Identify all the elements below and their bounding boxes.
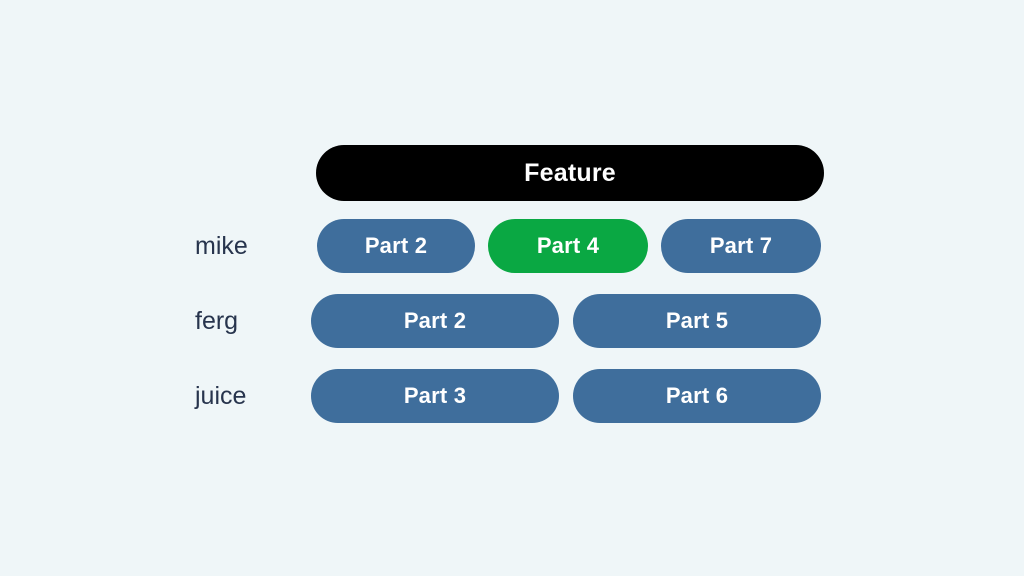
part-pill-label: Part 2 <box>403 308 467 333</box>
part-pill-label: Part 4 <box>536 233 600 258</box>
swimlane-row: mike Part 2 Part 4 Part 7 <box>0 219 1024 273</box>
part-pill[interactable]: Part 5 <box>573 294 821 348</box>
part-pill[interactable]: Part 4 <box>488 219 648 273</box>
part-pill[interactable]: Part 3 <box>311 369 559 423</box>
part-pill-label: Part 6 <box>665 383 729 408</box>
part-pill-label: Part 7 <box>709 233 773 258</box>
feature-title: Feature <box>524 158 616 187</box>
part-pill[interactable]: Part 2 <box>311 294 559 348</box>
row-label-ferg: ferg <box>195 306 239 335</box>
part-pill-label: Part 5 <box>665 308 729 333</box>
feature-header-bar[interactable]: Feature <box>316 145 824 201</box>
part-pill[interactable]: Part 6 <box>573 369 821 423</box>
part-pill-label: Part 2 <box>364 233 428 258</box>
part-pill-label: Part 3 <box>403 383 467 408</box>
part-pill[interactable]: Part 7 <box>661 219 821 273</box>
swimlane-row: ferg Part 2 Part 5 <box>0 294 1024 348</box>
row-label-mike: mike <box>195 231 248 260</box>
swimlane-row: juice Part 3 Part 6 <box>0 369 1024 423</box>
part-pill[interactable]: Part 2 <box>317 219 475 273</box>
row-label-juice: juice <box>195 381 247 410</box>
